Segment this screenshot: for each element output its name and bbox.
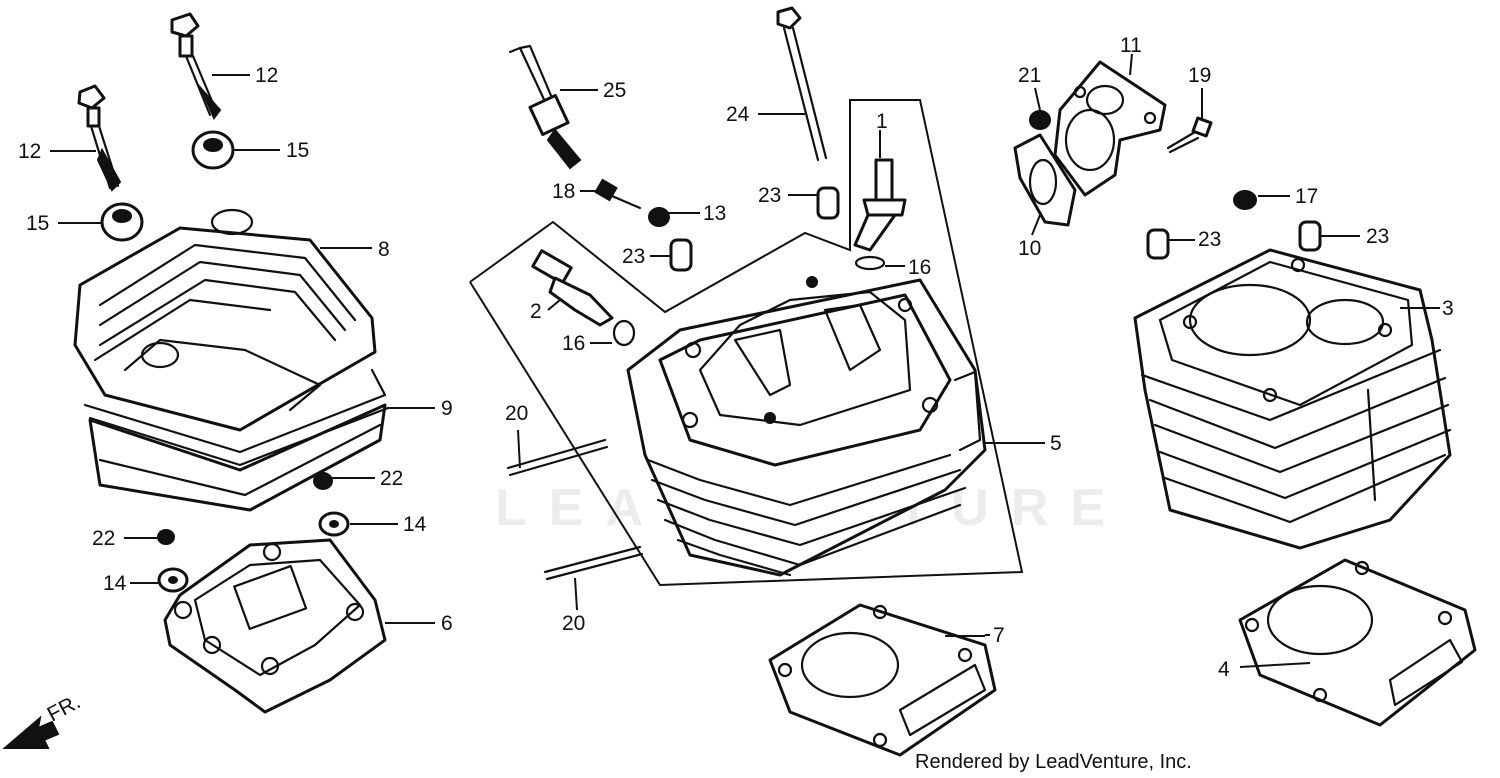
callout-15-lower: 15 <box>26 212 49 235</box>
callout-16-lower: 16 <box>562 332 585 355</box>
callout-18: 18 <box>552 180 575 203</box>
callout-16-upper: 16 <box>908 256 931 279</box>
dowel-pin-23-c <box>1146 228 1170 260</box>
dowel-pin-23-d <box>1298 220 1322 252</box>
callout-2: 2 <box>530 300 542 323</box>
callout-9: 9 <box>441 397 453 420</box>
cap-15-lower <box>100 202 144 242</box>
nut-22-left <box>157 529 175 545</box>
callout-17: 17 <box>1295 185 1318 208</box>
callout-6: 6 <box>441 612 453 635</box>
bolt-18 <box>594 178 642 210</box>
callout-14-right: 14 <box>403 513 427 536</box>
bolt-12-lower <box>77 84 122 192</box>
o-ring-16-upper <box>854 255 886 271</box>
bolt-12-upper <box>170 12 222 120</box>
callout-23-b: 23 <box>758 184 781 207</box>
callout-14-left: 14 <box>103 572 127 595</box>
valve-guide-2 <box>531 249 614 327</box>
leader-lines <box>50 53 1440 668</box>
stud-bolt-long <box>776 6 828 162</box>
callout-20-lower: 20 <box>562 612 585 635</box>
cylinder-head-cover-gasket <box>83 368 390 467</box>
callout-13: 13 <box>703 202 726 225</box>
callout-7: 7 <box>993 624 1005 647</box>
stud-20-upper <box>506 438 609 477</box>
dowel-pin-23-b <box>816 186 840 220</box>
callout-4: 4 <box>1218 658 1230 681</box>
callout-15-upper: 15 <box>286 139 309 162</box>
nut-17 <box>1233 190 1257 210</box>
cylinder-gasket <box>1238 558 1477 727</box>
callout-19: 19 <box>1188 64 1211 87</box>
nut-22-right <box>313 472 333 490</box>
spark-plug <box>508 44 582 170</box>
cylinder-head-cover <box>73 208 387 512</box>
cap-15-upper <box>191 130 235 170</box>
callout-11: 11 <box>1120 34 1142 57</box>
callout-12-upper: 12 <box>255 64 278 87</box>
carburetor-insulator <box>1053 60 1167 197</box>
o-ring-16-lower <box>612 319 636 347</box>
front-direction-arrow: FR. <box>2 690 85 749</box>
front-label: FR. <box>44 690 85 726</box>
callout-labels: 1 2 3 4 5 6 7 8 9 10 11 12 12 13 14 14 1… <box>18 34 1454 681</box>
insulator-gasket <box>1013 133 1077 227</box>
callout-8: 8 <box>378 238 390 261</box>
callout-10: 10 <box>1018 237 1041 260</box>
bolt-19 <box>1166 116 1213 154</box>
cylinder-block <box>1133 248 1452 550</box>
callout-23-a: 23 <box>622 245 645 268</box>
callout-24: 24 <box>726 103 750 126</box>
callout-1: 1 <box>876 110 888 133</box>
stud-20-lower <box>543 545 644 581</box>
credit-text: Rendered by LeadVenture, Inc. <box>915 751 1192 773</box>
callout-25: 25 <box>603 79 626 102</box>
cylinder-head-assembly-boundary <box>469 99 1024 587</box>
callout-21: 21 <box>1018 64 1041 87</box>
callout-22-left: 22 <box>92 527 115 550</box>
cylinder-head <box>626 276 987 577</box>
washer-14-left <box>157 567 189 593</box>
dowel-pin-23-a <box>669 238 693 272</box>
nut-21 <box>1029 110 1051 130</box>
callout-20-upper: 20 <box>505 402 528 425</box>
callout-23-c: 23 <box>1198 228 1221 251</box>
washer-14-right <box>318 511 350 537</box>
callout-23-d: 23 <box>1366 225 1389 248</box>
valve-guide-1 <box>853 158 907 252</box>
callout-12-lower: 12 <box>18 140 41 163</box>
callout-5: 5 <box>1050 432 1062 455</box>
callout-3: 3 <box>1442 297 1454 320</box>
camshaft-holder <box>163 538 387 714</box>
cylinder-head-gasket <box>768 603 997 757</box>
callout-22-right: 22 <box>380 467 403 490</box>
nut-13 <box>648 207 670 227</box>
